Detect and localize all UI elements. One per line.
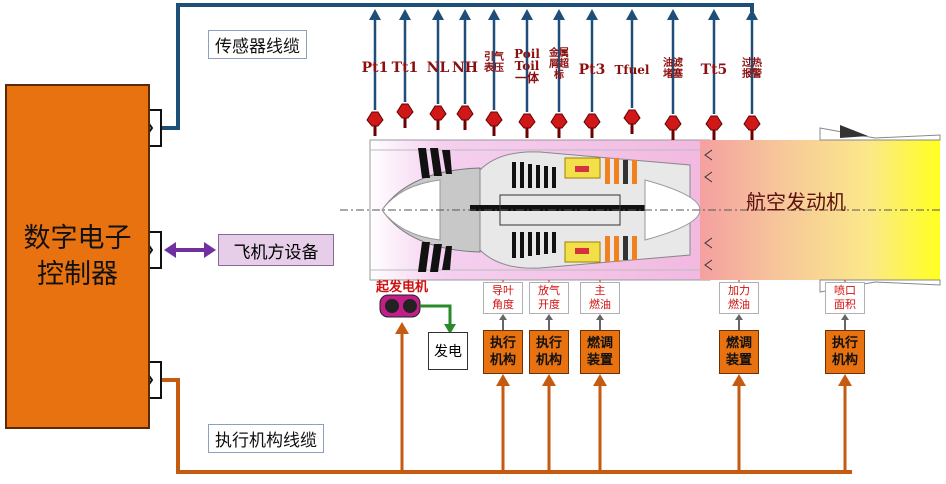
actuator-link-arrowhead <box>735 314 743 320</box>
ecu-label-line2: 控制器 <box>37 258 118 290</box>
actuator-cable <box>162 378 852 474</box>
sensor-label: Poil Toil 一体 <box>514 47 540 85</box>
actuator-box: 执行 机构 <box>529 330 569 374</box>
sensor-arrowhead <box>667 9 679 20</box>
sensor-probe-icon <box>429 105 447 130</box>
sensor-probe-icon <box>583 113 601 138</box>
actuator-feed-arrowhead <box>593 374 607 386</box>
sensor-label: 引气 表压 <box>484 52 504 74</box>
actuation-target-label: 加力 燃油 <box>719 282 759 314</box>
sensor-probe-icon <box>743 115 761 140</box>
sensor-label: 油滤 堵塞 <box>663 58 683 80</box>
actuator-cable-label: 执行机构线缆 <box>208 424 324 453</box>
sensor-arrowhead <box>586 9 598 20</box>
nozzle-top <box>819 127 941 141</box>
sensor-probe-icon <box>518 113 536 138</box>
sensor-probe-icon <box>456 105 474 130</box>
engine-title: 航空发动机 <box>746 190 846 214</box>
actuation-target-label: 放气 开度 <box>529 282 569 314</box>
actuator-feed-arrowhead <box>732 374 746 386</box>
turbine-stages <box>605 158 637 262</box>
sensor-cable <box>162 3 754 130</box>
ecu-label-line1: 数字电子 <box>23 222 132 254</box>
sensor-probe-icon <box>623 109 641 134</box>
sensor-arrowhead <box>746 9 758 20</box>
starter-generator <box>379 294 456 472</box>
ecu-box: 数字电子 控制器 <box>5 84 150 429</box>
sensor-probe-icon <box>664 115 682 140</box>
engine-shaft <box>470 205 680 211</box>
sensor-arrowhead <box>521 9 533 20</box>
sensor-arrowhead <box>553 9 565 20</box>
actuator-link-arrowhead <box>596 314 604 320</box>
sensor-label: Pt1 <box>361 60 389 76</box>
actuator-link-arrowhead <box>545 314 553 320</box>
starter-generator-label: 起发电机 <box>376 280 429 295</box>
sensor-label: NH <box>451 60 479 76</box>
sensor-label: Pt3 <box>578 62 606 78</box>
sensor-label: Tt5 <box>700 62 728 78</box>
fan-blades <box>418 148 452 272</box>
actuator-box: 燃调 装置 <box>719 330 759 374</box>
sensor-arrowhead <box>459 9 471 20</box>
nozzle-flap-icon <box>840 125 868 138</box>
sensor-probe-icon <box>485 111 503 136</box>
actuator-link-arrowhead <box>841 314 849 320</box>
actuator-feed-arrowhead <box>496 374 510 386</box>
sensor-arrowhead <box>488 9 500 20</box>
sensor-label: Tfuel <box>614 63 650 77</box>
sensor-probe-icon <box>550 113 568 138</box>
sensor-probe-icon <box>366 111 384 136</box>
sensor-label: 过热 报警 <box>742 58 762 80</box>
aircraft-equipment-box: 飞机方设备 <box>218 234 334 266</box>
flameholder-marks <box>704 149 713 271</box>
compressor-stages <box>512 162 556 258</box>
actuator-box: 执行 机构 <box>825 330 865 374</box>
sensor-arrowhead <box>369 9 381 20</box>
actuator-feed-arrowhead <box>838 374 852 386</box>
actuator-link-arrowhead <box>499 314 507 320</box>
sensor-arrowhead <box>708 9 720 20</box>
sensor-cable-label: 传感器线缆 <box>208 30 307 59</box>
actuation-target-label: 喷口 面积 <box>825 282 865 314</box>
sensor-label: Tt1 <box>391 60 419 76</box>
actuator-box: 执行 机构 <box>483 330 523 374</box>
actuator-layer <box>496 280 852 472</box>
aircraft-link <box>164 242 216 258</box>
actuation-target-label: 主 燃油 <box>580 282 620 314</box>
engine-body <box>340 125 941 293</box>
combustor <box>564 157 601 263</box>
sensor-label: 金属 屑超 标 <box>549 48 569 81</box>
sensor-probe-icon <box>705 115 723 140</box>
sensor-arrowhead <box>432 9 444 20</box>
sensor-arrowhead <box>399 9 411 20</box>
sensor-arrowhead <box>626 9 638 20</box>
generator-link <box>420 304 452 330</box>
sensor-layer <box>366 9 761 140</box>
actuator-feed-arrowhead <box>542 374 556 386</box>
generator-box: 发电 <box>428 332 468 370</box>
actuator-box: 燃调 装置 <box>580 330 620 374</box>
sensor-label: NL <box>426 60 450 76</box>
actuation-target-label: 导叶 角度 <box>483 282 523 314</box>
sensor-probe-icon <box>396 103 414 128</box>
